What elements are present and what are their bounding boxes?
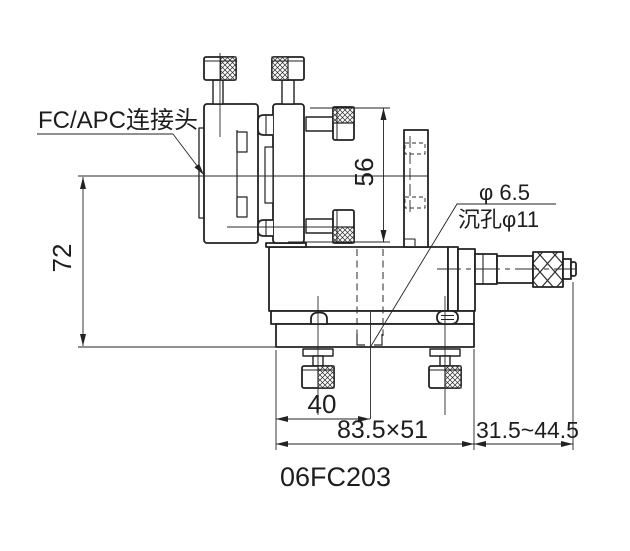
- dim-40-text: 40: [308, 389, 337, 419]
- post-plate: [403, 129, 429, 248]
- part-number-title: 06FC203: [280, 462, 391, 492]
- coupling-cylinder-bottom: [257, 219, 273, 237]
- dim-83-5: [275, 349, 475, 450]
- slotted-clamp-nut: [436, 310, 459, 325]
- hidden-hole-lines: [356, 249, 384, 346]
- top-thumbscrew-right: [271, 56, 305, 105]
- side-thumbscrew-upper: [305, 106, 355, 141]
- counterbore-leader: [370, 203, 556, 347]
- dim-travel-text: 31.5~44.5: [476, 417, 579, 443]
- micrometer-head: [474, 251, 577, 288]
- dim-72-text: 72: [47, 244, 77, 273]
- coupling-cylinder-top: [257, 114, 273, 136]
- dim-56: [288, 107, 390, 243]
- dim-72: [78, 177, 276, 348]
- dim-base-text: 83.5×51: [337, 416, 428, 444]
- dim-56-text: 56: [349, 158, 379, 187]
- side-thumbscrew-lower: [305, 209, 355, 244]
- connector-leader: [37, 133, 205, 176]
- counterbore-label: 沉孔φ11: [458, 207, 539, 232]
- center-lines: [78, 53, 575, 419]
- dim-travel: [474, 282, 574, 450]
- fc-adapter-block: [198, 103, 259, 244]
- connector-callout-label: FC/APC连接头: [38, 107, 198, 134]
- stage-main-body: [268, 246, 476, 312]
- hole-diameter-label: φ 6.5: [479, 180, 530, 205]
- base-plate: [275, 323, 475, 348]
- post-hidden-holes: [404, 136, 426, 214]
- dome-clamp-screw: [310, 311, 328, 325]
